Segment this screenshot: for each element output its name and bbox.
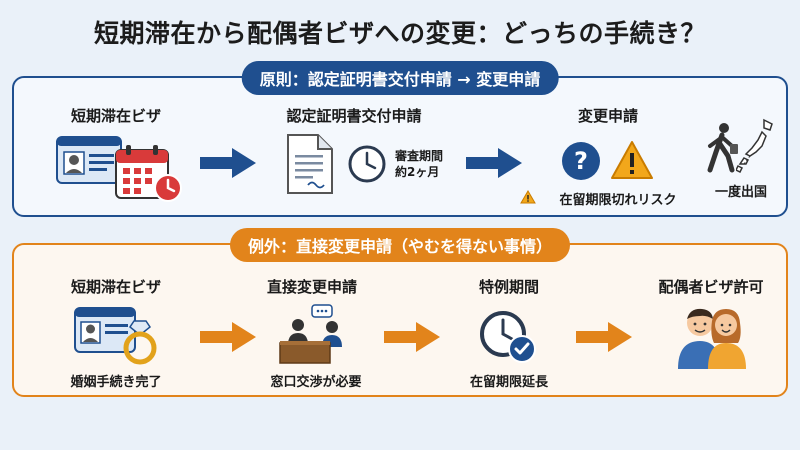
principle-step3-title: 変更申請 <box>577 107 639 125</box>
counter-negotiation-icon <box>279 304 342 364</box>
exception-panel: 例外：直接変更申請（やむを得ない事情） 短期滞在ビザ 婚姻手続き完了 直接変更申… <box>12 228 788 397</box>
calendar-clock-icon <box>115 145 182 202</box>
risk-label: 在留期限切れリスク <box>559 193 677 208</box>
exception-banner: 例外：直接変更申請（やむを得ない事情） <box>229 228 571 262</box>
arrow-right-icon <box>200 148 256 178</box>
stay-extension-label: 在留期限延長 <box>469 375 549 390</box>
id-card-icon <box>56 136 122 184</box>
arrow-right-icon <box>200 322 256 352</box>
review-period-label: 審査期間 <box>395 149 444 163</box>
id-card-icon <box>74 307 136 353</box>
exception-step3-title: 特例期間 <box>478 278 540 296</box>
depart-once-label: 一度出国 <box>714 185 768 200</box>
marriage-complete-label: 婚姻手続き完了 <box>70 375 162 390</box>
review-period-value: 約2ヶ月 <box>395 165 440 179</box>
principle-step2-title: 認定証明書交付申請 <box>286 107 422 125</box>
principle-banner: 原則：認定証明書交付申請 → 変更申請 <box>241 61 559 95</box>
walking-person-icon <box>707 123 738 173</box>
exception-step2-title: 直接変更申請 <box>266 278 358 296</box>
svg-text:?: ? <box>574 147 588 175</box>
clock-check-icon <box>480 311 536 363</box>
document-icon <box>287 134 333 194</box>
arrow-right-icon <box>384 322 440 352</box>
couple-icon <box>678 308 746 369</box>
principle-step1-title: 短期滞在ビザ <box>70 107 162 125</box>
exception-step4-title: 配偶者ビザ許可 <box>658 278 764 296</box>
arrow-right-icon <box>576 322 632 352</box>
principle-panel: 原則：認定証明書交付申請 → 変更申請 短期滞在ビザ 認定証明書交付申請 <box>12 61 788 217</box>
question-icon: ? <box>562 142 600 180</box>
review-period-note: 審査期間 約2ヶ月 <box>395 148 443 180</box>
clock-icon <box>348 145 386 183</box>
warning-small-icon <box>520 190 536 204</box>
japan-map-icon <box>736 118 773 174</box>
page-title: 短期滞在から配偶者ビザへの変更：どっちの手続き？ <box>93 19 706 48</box>
arrow-right-icon <box>466 148 522 178</box>
ring-icon <box>123 320 157 365</box>
warning-icon <box>611 141 653 179</box>
exception-step1-title: 短期滞在ビザ <box>70 278 162 296</box>
counter-negotiation-label: 窓口交渉が必要 <box>270 375 362 390</box>
